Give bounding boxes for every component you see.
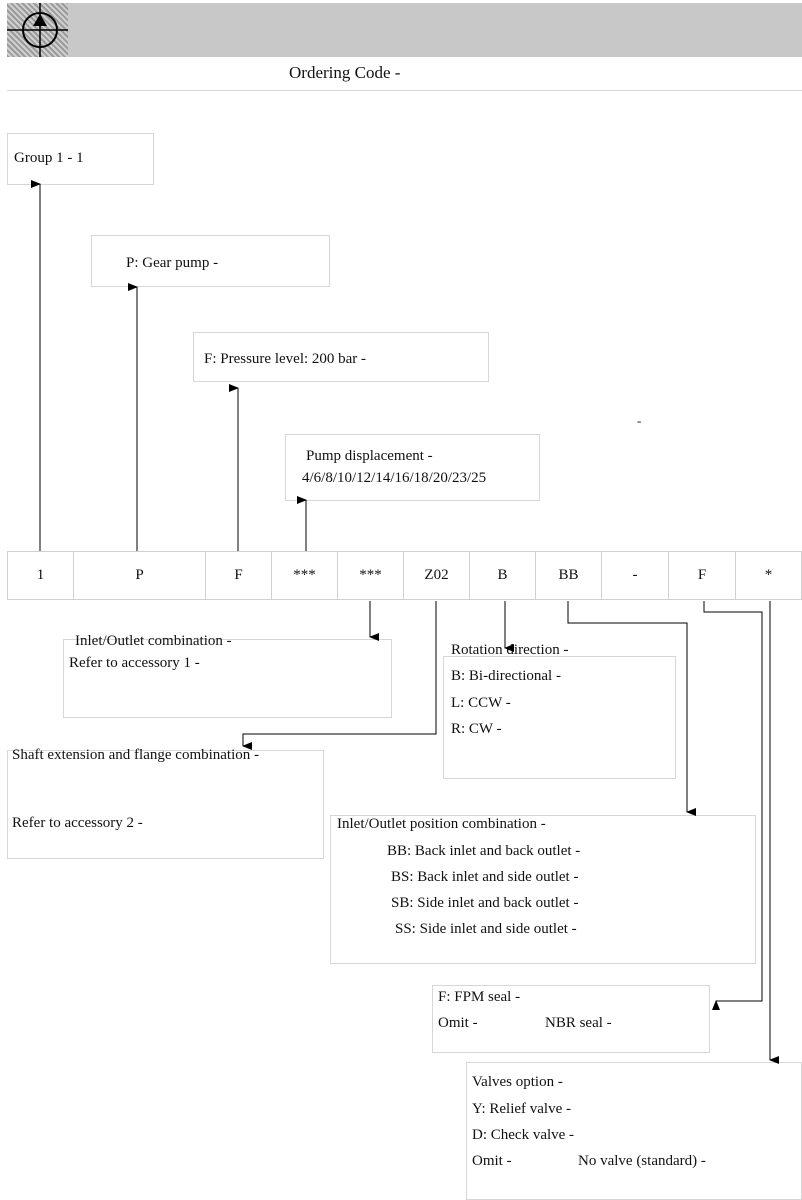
code-cell-rotation: B — [469, 551, 535, 600]
seal-box — [432, 985, 710, 1053]
stray-dash: - — [637, 413, 642, 428]
code-cell-displacement: *** — [271, 551, 337, 600]
position-box — [330, 815, 756, 964]
valves-option: Y: Relief valve - — [472, 1101, 572, 1117]
shaft-ref: Refer to accessory 2 - — [12, 815, 143, 831]
valves-option: D: Check valve - — [472, 1127, 575, 1143]
seal-omit-value: NBR seal - — [545, 1015, 612, 1031]
group-box — [7, 133, 154, 185]
pump-type-box — [91, 235, 330, 287]
inlet-outlet-ref: Refer to accessory 1 - — [69, 655, 200, 671]
valves-label: Valves option - — [472, 1074, 563, 1090]
code-cell-seal: F — [668, 551, 735, 600]
valves-omit-value: No valve (standard) - — [578, 1153, 706, 1169]
code-cell-position: BB — [535, 551, 601, 600]
code-cell-separator: - — [601, 551, 668, 600]
shaft-label: Shaft extension and flange combination - — [12, 747, 260, 763]
code-cell-inlet-outlet: *** — [337, 551, 403, 600]
rotation-option: B: Bi-directional - — [451, 668, 561, 684]
inlet-outlet-box — [63, 639, 392, 718]
pressure-label: F: Pressure level: 200 bar - — [204, 351, 367, 367]
group-label: Group 1 - 1 — [14, 150, 84, 166]
rotation-box — [443, 656, 676, 779]
pump-symbol-logo — [7, 3, 68, 57]
seal-label: F: FPM seal - — [438, 989, 521, 1005]
code-cell-shaft: Z02 — [403, 551, 469, 600]
arrow-seal — [703, 601, 763, 1010]
pressure-box — [193, 332, 489, 382]
arrow-shaft — [242, 601, 437, 750]
arrow-position — [567, 601, 696, 816]
position-option: SB: Side inlet and back outlet - — [391, 895, 579, 911]
shaft-box — [7, 750, 324, 859]
pump-symbol-icon — [7, 3, 68, 57]
header-band — [7, 3, 802, 57]
rotation-option: R: CW - — [451, 721, 502, 737]
position-option: BS: Back inlet and side outlet - — [391, 869, 579, 885]
displacement-box — [285, 434, 540, 501]
seal-omit-label: Omit - — [438, 1015, 478, 1031]
inlet-outlet-label: Inlet/Outlet combination - — [75, 633, 232, 649]
code-cell-type: P — [73, 551, 205, 600]
displacement-label: Pump displacement - — [306, 448, 433, 464]
position-label: Inlet/Outlet position combination - — [337, 816, 546, 832]
code-cell-group: 1 — [7, 551, 73, 600]
code-cell-valves: * — [735, 551, 801, 600]
position-option: SS: Side inlet and side outlet - — [395, 921, 577, 937]
position-option: BB: Back inlet and back outlet - — [387, 843, 581, 859]
displacement-values: 4/6/8/10/12/14/16/18/20/23/25 — [302, 470, 487, 486]
page-title: Ordering Code - — [289, 63, 401, 82]
code-cell-pressure: F — [205, 551, 271, 600]
rotation-option: L: CCW - — [451, 695, 511, 711]
title-box — [7, 57, 802, 91]
pump-type-label: P: Gear pump - — [126, 255, 219, 271]
valves-omit-label: Omit - — [472, 1153, 512, 1169]
